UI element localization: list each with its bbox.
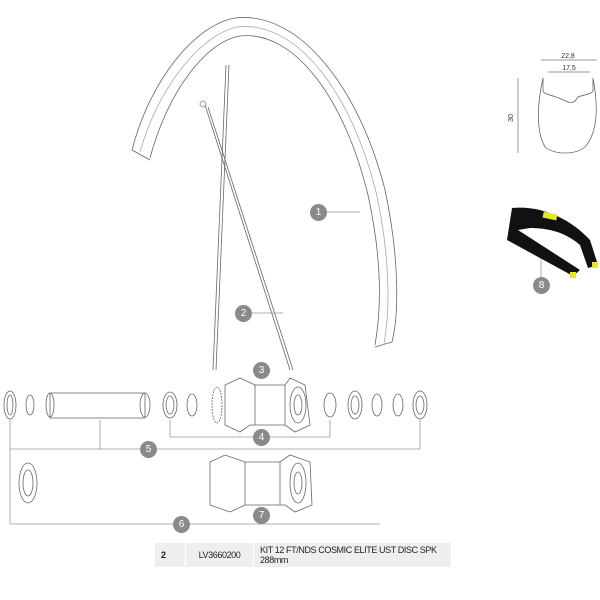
callout-7[interactable]: 7 (253, 507, 270, 524)
rim (131, 17, 398, 348)
part-code: LV3660200 (185, 543, 254, 567)
rim-profile (517, 59, 597, 154)
rim-outer-width: 22,8 (561, 53, 575, 60)
part-description: KIT 12 FT/NDS COSMIC ELITE UST DISC SPK … (260, 545, 437, 565)
callout-6[interactable]: 6 (173, 516, 190, 533)
hub-body (209, 454, 313, 513)
leader-lines (9, 211, 542, 525)
callout-2[interactable]: 2 (235, 305, 252, 322)
callout-5[interactable]: 5 (140, 441, 157, 458)
axle-parts (3, 390, 428, 504)
callout-3[interactable]: 3 (253, 362, 270, 379)
rim-inner-width: 17,5 (562, 65, 576, 72)
tire (507, 207, 598, 278)
callout-1[interactable]: 1 (310, 204, 327, 221)
hub-assembly (211, 377, 311, 433)
callout-4[interactable]: 4 (253, 429, 270, 446)
callout-8[interactable]: 8 (533, 277, 550, 294)
part-ref: 2 (161, 550, 166, 560)
rim-height: 30 (508, 114, 515, 122)
spokes (199, 64, 294, 371)
parts-table-row[interactable]: 2 LV3660200 KIT 12 FT/NDS COSMIC ELITE U… (155, 543, 451, 567)
